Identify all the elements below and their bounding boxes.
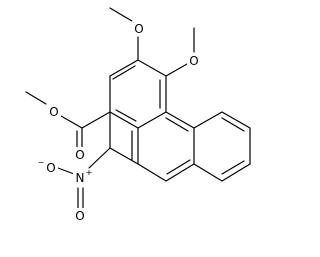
bond-ringB-3 [137, 163, 167, 182]
bond-ringB-6 [165, 111, 195, 129]
bond-ester-c [81, 111, 111, 129]
atom-o-methoxy-left: O [134, 22, 143, 36]
atom-o-ester-double: O [75, 148, 84, 162]
bond-ringC-5 [193, 163, 223, 182]
bond-ringB-6-inner [165, 117, 189, 132]
molecule-drawing: O O O O N + O − O [25, 7, 251, 223]
atom-n-nitro: N [76, 171, 85, 185]
bond-ringA-3 [109, 111, 139, 129]
bond-ringA-1-inner [112, 65, 136, 80]
atom-o-nitro-top: O [46, 161, 55, 175]
bond-nitro-cn [88, 147, 111, 169]
atom-o-ester-single: O [49, 105, 58, 119]
bond-ester-och3 [25, 91, 47, 105]
bond-ringC-4-inner [221, 160, 245, 175]
bond-nitro-o-top [57, 167, 75, 175]
bond-ester-single-o [60, 115, 83, 129]
bond-ringA-3-inner [115, 109, 137, 122]
bond-methoxy-right-c [165, 63, 188, 77]
bond-ringC-2-inner [221, 117, 245, 132]
bond-ringC-4 [221, 163, 251, 182]
bond-methoxy-left-ch3 [109, 7, 133, 22]
bond-ringA-4 [137, 111, 167, 129]
bond-ringC-1 [193, 111, 223, 129]
charge-n-plus: + [86, 168, 93, 177]
bond-ringA-6 [137, 59, 167, 77]
bond-ringB-4 [165, 163, 195, 182]
atom-o-nitro-bottom: O [75, 209, 84, 223]
charge-o-minus: − [38, 158, 45, 167]
bond-ringA-1 [109, 59, 139, 77]
bond-ringB-2 [109, 147, 139, 165]
bond-ringB-4-inner [166, 159, 191, 175]
atom-o-methoxy-right: O [189, 54, 198, 68]
bond-ringC-2 [221, 111, 251, 129]
structure-canvas: O O O O N + O − O [25, 7, 251, 223]
